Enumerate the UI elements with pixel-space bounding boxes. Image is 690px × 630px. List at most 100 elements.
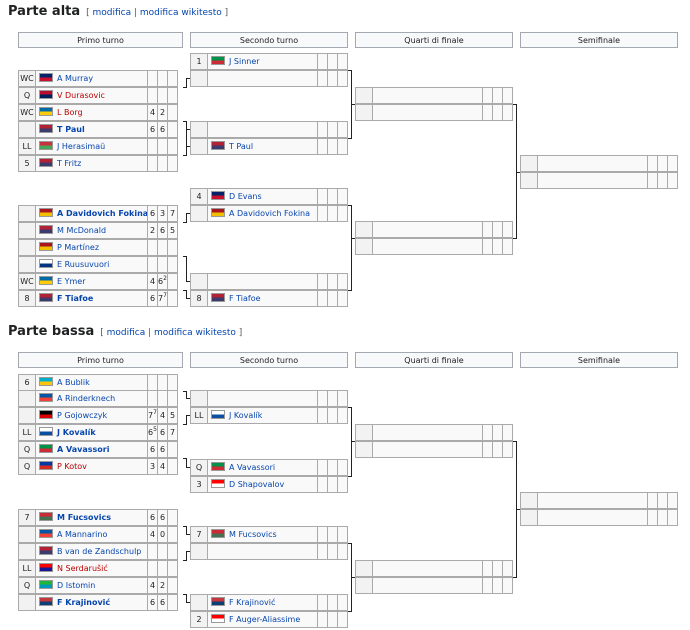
bracket-line bbox=[183, 256, 186, 257]
player-name[interactable]: F Krajinović bbox=[229, 598, 276, 607]
player-cell: A Davidovich Fokina bbox=[35, 205, 148, 222]
tiebreak-score: 7 bbox=[163, 292, 167, 299]
player-name[interactable]: L Borg bbox=[57, 108, 83, 117]
player-name[interactable]: P Kotov bbox=[57, 462, 87, 471]
player-name[interactable]: J Sinner bbox=[229, 57, 260, 66]
score-cell bbox=[337, 121, 348, 138]
bracket-line bbox=[513, 441, 516, 442]
player-name[interactable]: D Shapovalov bbox=[229, 480, 285, 489]
section-title-text: Parte alta bbox=[8, 4, 81, 19]
score-cell bbox=[502, 560, 513, 577]
player-name[interactable]: J Kovalík bbox=[57, 428, 96, 437]
esp-flag-icon bbox=[39, 242, 53, 251]
player-name[interactable]: F Auger-Aliassime bbox=[229, 615, 301, 624]
player-name[interactable]: B van de Zandschulp bbox=[57, 547, 142, 556]
player-name[interactable]: F Tiafoe bbox=[57, 294, 94, 303]
player-cell bbox=[537, 509, 648, 526]
player-name[interactable]: E Ruusuvuori bbox=[57, 260, 110, 269]
seed-cell bbox=[190, 138, 208, 155]
seed-cell: 5 bbox=[18, 155, 36, 172]
edit-source-link[interactable]: modifica wikitesto bbox=[139, 8, 222, 18]
seed-cell bbox=[18, 407, 36, 424]
bracket-line bbox=[351, 238, 355, 239]
player-cell: A Murray bbox=[35, 70, 148, 87]
bracket-line bbox=[516, 172, 520, 173]
player-name[interactable]: V Durasovic bbox=[57, 91, 105, 100]
usa-flag-icon bbox=[39, 225, 53, 234]
score-value: 6 bbox=[149, 513, 156, 522]
cro-flag-icon bbox=[39, 563, 53, 572]
player-name[interactable]: M Fucsovics bbox=[57, 513, 111, 522]
player-name[interactable]: P Martínez bbox=[57, 243, 100, 252]
player-name[interactable]: M Fucsovics bbox=[229, 530, 277, 539]
player-name[interactable]: A Murray bbox=[57, 74, 94, 83]
seed-cell bbox=[520, 492, 538, 509]
player-name[interactable]: A Mannarino bbox=[57, 530, 108, 539]
edit-source-link[interactable]: modifica wikitesto bbox=[154, 328, 236, 338]
player-name[interactable]: T Paul bbox=[229, 142, 254, 151]
score-cell bbox=[167, 560, 178, 577]
seed-cell: 6 bbox=[18, 374, 36, 391]
player-name[interactable]: P Gojowczyk bbox=[57, 411, 108, 420]
player-name[interactable]: J Herasimaŭ bbox=[57, 142, 106, 151]
score-value: 0 bbox=[159, 530, 166, 539]
score-value: 7 bbox=[169, 428, 176, 437]
score-value: 6 bbox=[159, 513, 166, 522]
player-name[interactable]: F Tiafoe bbox=[229, 294, 261, 303]
rus-flag-icon bbox=[39, 461, 53, 470]
player-cell bbox=[372, 424, 483, 441]
score-cell bbox=[337, 611, 348, 628]
seed-cell: Q bbox=[18, 441, 36, 458]
bracket-line bbox=[186, 594, 187, 603]
player-name[interactable]: A Vavassori bbox=[229, 463, 276, 472]
bracket-line bbox=[183, 560, 186, 561]
player-name[interactable]: T Paul bbox=[57, 125, 85, 134]
bracket-line bbox=[183, 222, 186, 223]
can-flag-icon bbox=[211, 479, 225, 488]
score-cell bbox=[167, 458, 178, 475]
bracket-line bbox=[186, 602, 190, 603]
tiebreak-score: 2 bbox=[163, 275, 167, 282]
player-cell: F Tiafoe bbox=[207, 290, 318, 307]
player-name[interactable]: N Serdarušić bbox=[57, 564, 108, 573]
seed-cell bbox=[18, 543, 36, 560]
score-cell: 7 bbox=[167, 424, 178, 441]
player-name[interactable]: D Evans bbox=[229, 192, 262, 201]
bracket-line bbox=[186, 213, 190, 214]
bracket-line bbox=[513, 104, 516, 105]
score-value: 4 bbox=[149, 530, 156, 539]
player-name[interactable]: A Vavassori bbox=[57, 445, 110, 454]
player-name[interactable]: M McDonald bbox=[57, 226, 107, 235]
seed-cell bbox=[520, 172, 538, 189]
seed-cell bbox=[355, 560, 373, 577]
player-name[interactable]: J Kovalík bbox=[229, 411, 263, 420]
player-name[interactable]: E Ymer bbox=[57, 277, 86, 286]
player-name[interactable]: F Krajinović bbox=[57, 598, 111, 607]
player-name[interactable]: T Fritz bbox=[57, 159, 82, 168]
seed-cell: 4 bbox=[190, 188, 208, 205]
player-name[interactable]: D Istomin bbox=[57, 581, 96, 590]
usa-flag-icon bbox=[211, 141, 225, 150]
bracket-line bbox=[513, 238, 516, 239]
score-cell bbox=[167, 239, 178, 256]
player-name[interactable]: A Davidovich Fokina bbox=[229, 209, 311, 218]
edit-link[interactable]: modifica bbox=[106, 328, 146, 338]
score-value: 6 bbox=[159, 125, 166, 134]
edit-link[interactable]: modifica bbox=[92, 8, 132, 18]
score-value: 3 bbox=[149, 462, 156, 471]
fra-flag-icon bbox=[39, 529, 53, 538]
ita-flag-icon bbox=[39, 444, 53, 453]
player-cell: T Fritz bbox=[35, 155, 148, 172]
player-name[interactable]: A Rinderknech bbox=[57, 394, 116, 403]
bracket-line bbox=[186, 256, 187, 282]
player-name[interactable]: A Davidovich Fokina bbox=[57, 209, 148, 218]
score-value: 6 bbox=[159, 445, 166, 454]
player-name[interactable]: A Bublik bbox=[57, 378, 90, 387]
edit-links: [ modifica | modifica wikitesto ] bbox=[86, 8, 229, 18]
bracket-line bbox=[186, 129, 190, 130]
player-cell: J Kovalík bbox=[207, 407, 318, 424]
seed-cell bbox=[18, 594, 36, 611]
player-cell bbox=[207, 273, 318, 290]
score-value: 6 bbox=[149, 294, 156, 303]
round-header: Primo turno bbox=[18, 32, 183, 48]
